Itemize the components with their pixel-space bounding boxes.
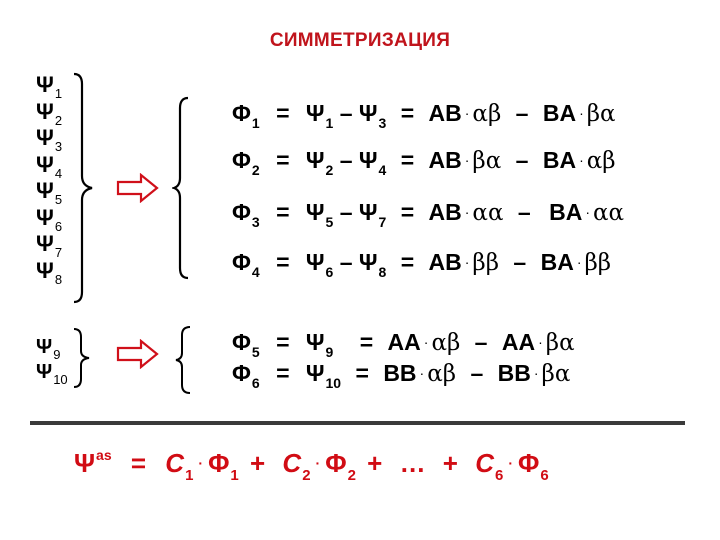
left-brace-icon <box>175 326 191 394</box>
right-brace-icon <box>73 72 93 304</box>
equation-phi2: Φ2 = Ψ2 – Ψ4 = AB·βα – BA·αβ <box>232 147 616 178</box>
psi-item: Ψ3 <box>36 125 63 154</box>
page-title: СИММЕТРИЗАЦИЯ <box>269 30 451 51</box>
psi-item: Ψ9 <box>36 336 61 362</box>
left-brace-icon <box>172 96 189 280</box>
psi-list-group2: Ψ9 Ψ10 <box>36 335 68 387</box>
arrow-right-icon <box>116 173 159 203</box>
equation-phi3: Φ3 = Ψ5 – Ψ7 = AB·αα – BA·αα <box>232 199 625 230</box>
psi-item: Ψ2 <box>36 98 63 128</box>
equation-phi6: Φ6 = Ψ10 = BB·αβ – BB·βα <box>232 360 571 391</box>
psi-list-group1: Ψ1 Ψ2 Ψ3 Ψ4 Ψ5 Ψ6 Ψ7 Ψ8 <box>36 72 63 287</box>
psi-item: Ψ6 <box>36 204 63 234</box>
right-brace-icon <box>73 328 90 388</box>
equation-phi1: Φ1 = Ψ1 – Ψ3 = AB·αβ – BA·βα <box>232 100 616 131</box>
equation-phi5: Φ5 = Ψ9 = AA·αβ – AA·βα <box>232 329 575 360</box>
psi-item: Ψ8 <box>36 257 63 287</box>
psi-item: Ψ10 <box>36 361 68 387</box>
psi-item: Ψ1 <box>36 72 63 101</box>
final-equation: Ψas = C1·Φ1 + C2·Φ2 + … + C6·Φ6 <box>74 447 549 484</box>
arrow-right-icon <box>116 339 159 369</box>
psi-item: Ψ5 <box>36 178 63 207</box>
equation-phi4: Φ4 = Ψ6 – Ψ8 = AB·ββ – BA·ββ <box>232 249 612 280</box>
psi-item: Ψ7 <box>36 231 63 260</box>
divider <box>30 421 685 425</box>
psi-item: Ψ4 <box>36 151 63 181</box>
